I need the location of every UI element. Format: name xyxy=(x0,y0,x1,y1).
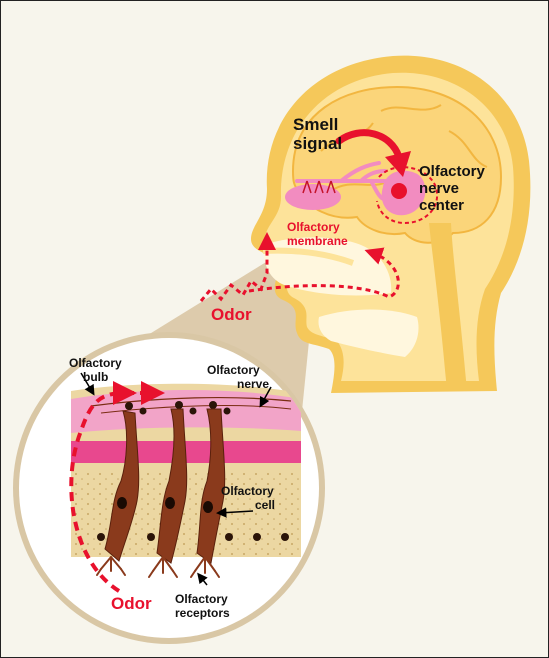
inset-tissue-section xyxy=(71,384,301,577)
label-odor-head: Odor xyxy=(211,305,252,324)
label-membrane-line1: Olfactory xyxy=(287,220,340,234)
label-nerve-line1: Olfactory xyxy=(207,363,260,377)
label-nerve-center-line1: Olfactory xyxy=(419,163,486,180)
label-smell-signal-line2: signal xyxy=(293,134,342,153)
label-smell-signal-line1: Smell xyxy=(293,115,338,134)
label-bulb-line2: bulb xyxy=(83,370,108,384)
olfactory-nerve-center-dot xyxy=(391,183,407,199)
label-bulb-line1: Olfactory xyxy=(69,356,122,370)
label-cell-line1: Olfactory xyxy=(221,484,274,498)
label-membrane-line2: membrane xyxy=(287,234,348,248)
label-olfactory-membrane: Olfactory membrane xyxy=(287,220,348,248)
label-smell-signal: Smell signal xyxy=(293,115,342,153)
label-receptors-line1: Olfactory xyxy=(175,592,228,606)
label-receptors-line2: receptors xyxy=(175,606,230,620)
label-nerve-line2: nerve xyxy=(237,377,269,391)
label-olfactory-receptors: Olfactory receptors xyxy=(175,592,230,620)
label-nerve-center-line3: center xyxy=(419,197,464,214)
label-odor-inset: Odor xyxy=(111,594,152,613)
label-nerve-center-line2: nerve xyxy=(419,180,459,197)
label-cell-line2: cell xyxy=(255,498,275,512)
